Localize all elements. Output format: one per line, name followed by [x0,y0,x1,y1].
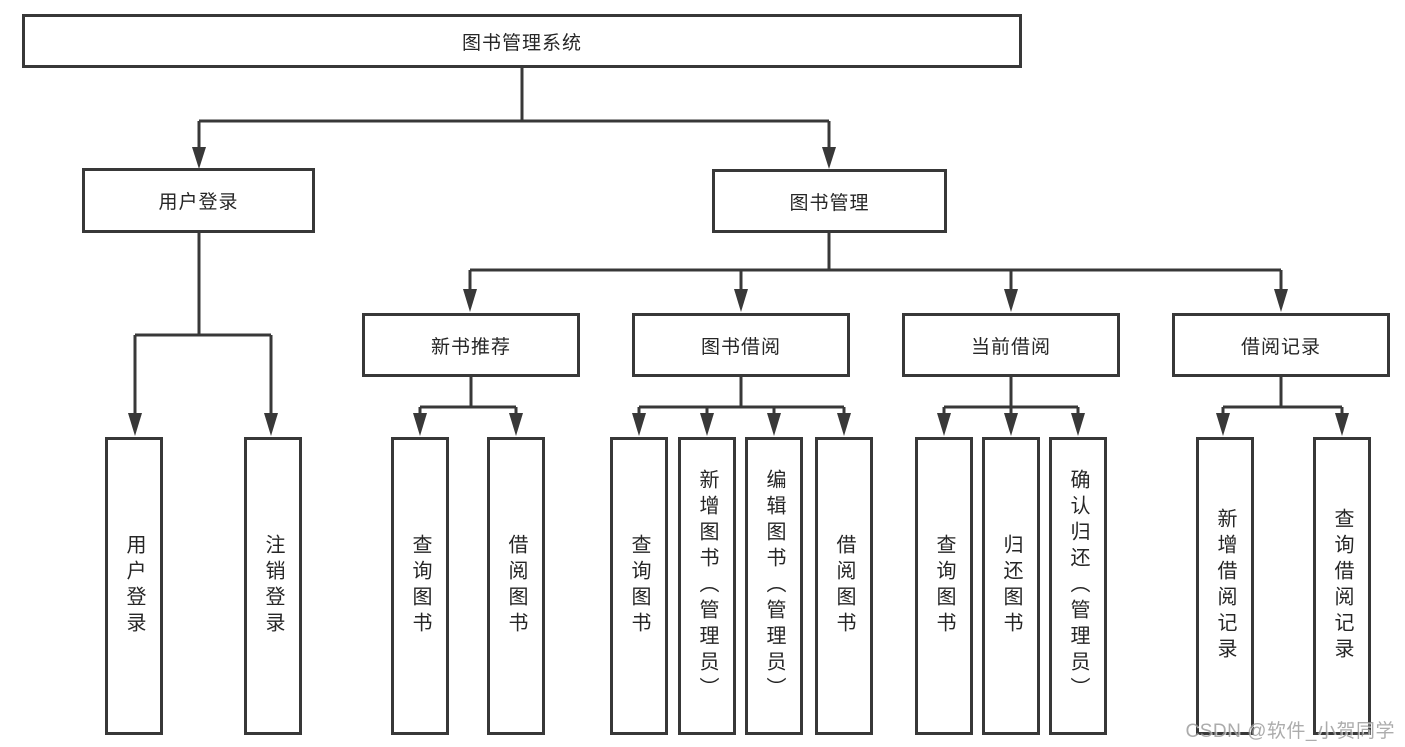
arrow-down-icon [192,147,206,169]
leaf-query-borrow-record: 查询借阅记录 [1313,437,1371,735]
arrow-down-icon [1216,413,1230,436]
wire-new-book-branch [418,377,518,415]
node-label: 当前借阅 [970,336,1051,358]
leaf-query-books-current: 查询图书 [915,437,973,735]
arrow-down-icon [413,413,427,436]
node-label: 用户登录 [123,534,145,638]
arrow-down-icon [1335,413,1349,436]
node-borrow-records: 借阅记录 [1172,313,1390,377]
node-label: 借阅图书 [505,534,527,638]
arrow-down-icon [264,413,278,436]
leaf-query-books-borrow: 查询图书 [610,437,668,735]
leaf-borrow-books-recommend: 借阅图书 [487,437,545,735]
node-label: 图书管理 [789,192,870,214]
node-label: 图书借阅 [700,336,781,358]
arrow-down-icon [1071,413,1085,436]
arrow-down-icon [128,413,142,436]
arrow-down-icon [767,413,781,436]
node-label: 归还图书 [1000,534,1022,638]
arrow-down-icon [1004,413,1018,436]
leaf-edit-books-admin: 编辑图书（管理员） [745,437,803,735]
arrow-down-icon [937,413,951,436]
node-label: 新增借阅记录 [1214,508,1236,664]
node-current-borrow: 当前借阅 [902,313,1120,377]
arrow-down-icon [1004,289,1018,312]
leaf-query-books-recommend: 查询图书 [391,437,449,735]
leaf-logout-login: 注销登录 [244,437,302,735]
leaf-add-books-admin: 新增图书（管理员） [678,437,736,735]
arrow-down-icon [700,413,714,436]
node-user-login: 用户登录 [82,168,315,233]
node-label: 借阅记录 [1240,336,1321,358]
node-label: 用户登录 [158,192,239,213]
node-label: 确认归还（管理员） [1067,469,1089,703]
arrow-down-icon [822,147,836,169]
node-book-management: 图书管理 [712,169,947,233]
arrow-down-icon [734,289,748,312]
node-label: 查询图书 [409,534,431,638]
wire-borrow-record-branch [1221,377,1344,415]
wire-user-login-branch [133,233,273,414]
node-label: 新增图书（管理员） [696,469,718,703]
node-label: 查询图书 [933,534,955,638]
node-label: 编辑图书（管理员） [763,469,785,703]
arrow-down-icon [837,413,851,436]
node-book-borrow: 图书借阅 [632,313,850,377]
wire-book-management-branch [468,233,1283,290]
arrow-down-icon [1274,289,1288,312]
node-label: 借阅图书 [833,534,855,638]
node-label: 图书管理系统 [461,32,582,54]
arrow-down-icon [632,413,646,436]
wire-current-borrow-branch [942,377,1080,415]
wire-book-borrow-branch [637,377,846,415]
node-label: 查询借阅记录 [1331,508,1353,664]
node-new-book-recommend: 新书推荐 [362,313,580,377]
arrow-down-icon [463,289,477,312]
leaf-borrow-books: 借阅图书 [815,437,873,735]
node-label: 新书推荐 [430,336,511,358]
node-label: 注销登录 [262,534,284,638]
leaf-return-books: 归还图书 [982,437,1040,735]
leaf-add-borrow-record: 新增借阅记录 [1196,437,1254,735]
leaf-confirm-return-admin: 确认归还（管理员） [1049,437,1107,735]
node-label: 查询图书 [628,534,650,638]
arrow-down-icon [509,413,523,436]
leaf-user-login: 用户登录 [105,437,163,735]
wire-root-to-level2 [197,68,831,148]
node-library-management-system: 图书管理系统 [22,14,1022,68]
csdn-watermark: CSDN @软件_小贺同学 [1185,721,1395,742]
